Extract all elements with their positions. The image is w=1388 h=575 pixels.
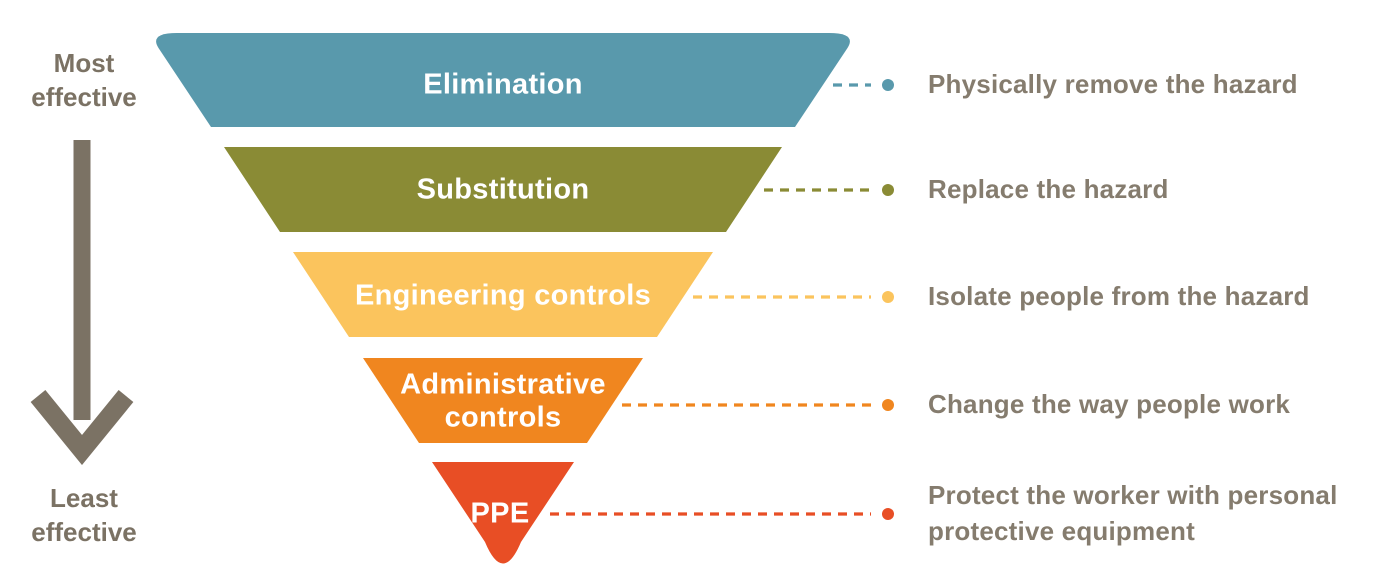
most-effective-label: Most effective [31, 48, 137, 113]
level-label-substitution: Substitution [416, 173, 590, 206]
connector-dot-ppe [882, 508, 894, 520]
pyramid-level-substitution [224, 147, 782, 232]
connector-dot-elimination [882, 79, 894, 91]
connector-dot-administrative [882, 399, 894, 411]
description-administrative: Change the way people work [928, 389, 1291, 420]
least-effective-label: Least effective [31, 483, 137, 548]
level-label-ppe: PPE [470, 497, 530, 530]
description-elimination: Physically remove the hazard [928, 69, 1298, 100]
down-arrow-icon [30, 140, 134, 465]
connector-dot-substitution [882, 184, 894, 196]
level-label-engineering-controls: Engineering controls [354, 279, 652, 312]
pyramid-level-elimination [156, 33, 850, 127]
level-label-administrative-controls: Administrative controls [400, 368, 606, 434]
description-engineering: Isolate people from the hazard [928, 281, 1310, 312]
connector-dot-engineering [882, 291, 894, 303]
pyramid-level-ppe [432, 462, 574, 564]
pyramid-level-engineering-controls [293, 252, 713, 337]
pyramid-level-administrative-controls [363, 358, 643, 443]
level-label-elimination: Elimination [423, 68, 583, 101]
description-ppe: Protect the worker with personal protect… [928, 480, 1338, 546]
description-substitution: Replace the hazard [928, 174, 1169, 205]
